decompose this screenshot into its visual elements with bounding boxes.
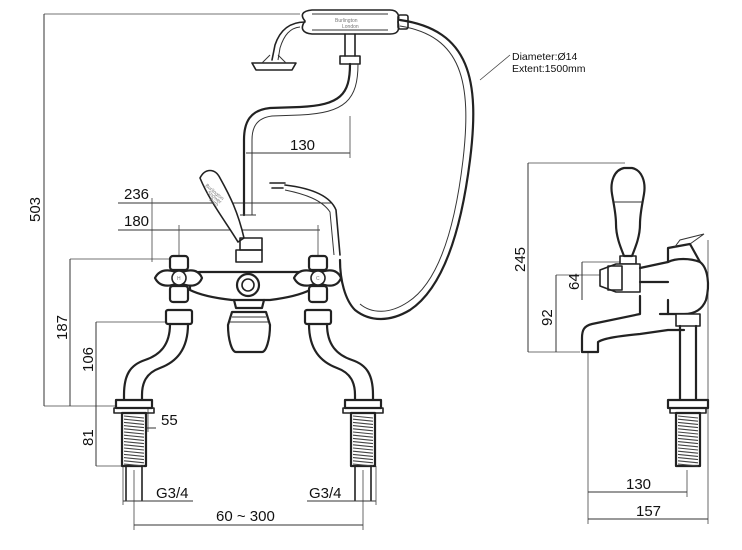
dim-deck-centres-label: 60 ~ 300 bbox=[216, 508, 275, 525]
dim-shank-diameter-label: 55 bbox=[161, 412, 178, 429]
right-shank-thread bbox=[352, 415, 374, 467]
dim-side-lever-height-label: 64 bbox=[566, 273, 583, 290]
dimension-centres: 180 bbox=[118, 213, 320, 260]
thread-right-label: G3/4 bbox=[309, 485, 342, 502]
dim-shank-depth-label: 81 bbox=[80, 429, 97, 446]
front-view: 503 187 106 81 55 23 bbox=[27, 9, 586, 530]
handset-brand-label: Burlington bbox=[335, 18, 358, 24]
dim-handset-offset-label: 130 bbox=[290, 137, 315, 154]
left-shank-thread bbox=[123, 415, 145, 467]
left-cross-handle: H bbox=[153, 254, 204, 304]
side-shank-thread bbox=[677, 415, 699, 467]
hose-note: Diameter:Ø14 Extent:1500mm bbox=[479, 51, 586, 81]
dimension-leg-height: 106 bbox=[80, 321, 170, 406]
dim-side-spout-height-label: 92 bbox=[539, 309, 556, 326]
right-cross-handle: C bbox=[292, 254, 343, 304]
lever-text-3: Bath bbox=[208, 197, 220, 208]
shower-hose bbox=[338, 18, 475, 321]
diverter-lever: Burlington Shower Bath bbox=[199, 169, 263, 251]
dim-side-depth-label: 157 bbox=[636, 503, 661, 520]
dim-centres-label: 180 bbox=[124, 213, 149, 230]
handset-city-label: London bbox=[342, 24, 359, 30]
dimension-side-lever-height: 64 bbox=[566, 261, 620, 300]
thread-left-label: G3/4 bbox=[156, 485, 189, 502]
dim-spout-height-label: 187 bbox=[54, 315, 71, 340]
dim-side-height-label: 245 bbox=[512, 247, 529, 272]
side-lever bbox=[599, 166, 646, 293]
dim-leg-height-label: 106 bbox=[80, 347, 97, 372]
dimension-handset-offset: 130 bbox=[246, 116, 351, 158]
dimension-overall-height: 503 bbox=[27, 13, 300, 407]
dimension-side-reach: 130 bbox=[587, 352, 688, 497]
dimension-deck-centres: 60 ~ 300 bbox=[133, 470, 364, 530]
right-leg bbox=[303, 308, 384, 501]
left-cap-letter: H bbox=[177, 276, 181, 282]
diverter-riser bbox=[269, 182, 341, 256]
hose-extent-label: Extent:1500mm bbox=[512, 63, 586, 75]
dim-handle-width-label: 236 bbox=[124, 186, 149, 203]
handset-cradle bbox=[240, 33, 361, 217]
shower-handset: Burlington London bbox=[251, 9, 409, 71]
dimension-side-spout-height: 92 bbox=[539, 274, 600, 352]
side-body bbox=[580, 233, 710, 468]
hose-diameter-label: Diameter:Ø14 bbox=[512, 51, 578, 63]
dimension-side-height: 245 bbox=[512, 162, 625, 353]
side-view: 245 92 64 130 157 bbox=[512, 162, 710, 524]
right-cap-letter: C bbox=[316, 276, 320, 282]
dim-overall-height-label: 503 bbox=[27, 197, 44, 222]
dimension-threads: G3/4 G3/4 bbox=[122, 466, 377, 505]
tap-body bbox=[188, 249, 312, 354]
dimension-spout-height: 187 bbox=[54, 258, 180, 406]
left-leg bbox=[113, 308, 194, 501]
dim-side-reach-label: 130 bbox=[626, 476, 651, 493]
